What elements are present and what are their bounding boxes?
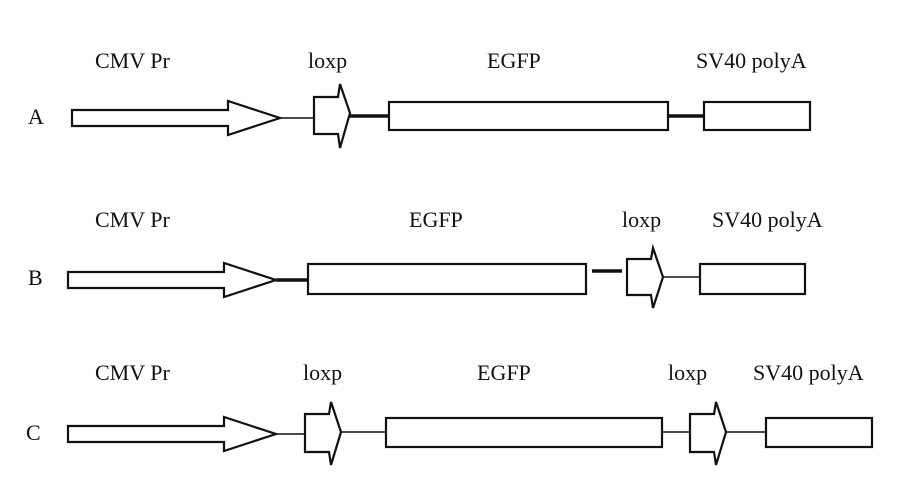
sv40-polya-label: SV40 polyA [712,207,823,232]
sv40-polya-box [698,262,807,296]
sv40-polya-label: SV40 polyA [696,48,807,73]
construct-row-b: CMV Pr EGFP loxp SV40 polyA B [28,207,823,309]
cmv-promoter-label: CMV Pr [95,360,170,385]
egfp-label: EGFP [487,48,541,73]
sv40-polya-box [702,100,812,132]
egfp-box [384,416,664,449]
loxp-site-arrow [303,401,343,466]
row-label: A [28,104,44,129]
sv40-polya-label: SV40 polyA [753,360,864,385]
loxp-label: loxp [303,360,342,385]
egfp-label: EGFP [409,207,463,232]
row-label: C [26,420,41,445]
loxp-label: loxp [308,48,347,73]
egfp-box [306,262,588,296]
cmv-promoter-label: CMV Pr [95,207,170,232]
sv40-polya-box [764,416,874,449]
loxp-site-arrow [312,83,352,149]
row-label: B [28,265,43,290]
loxp-label: loxp [622,207,661,232]
loxp-site-arrow [688,401,728,466]
egfp-label: EGFP [477,360,531,385]
cmv-promoter-label: CMV Pr [95,48,170,73]
construct-row-c: CMV Pr loxp EGFP loxp SV40 polyA C [26,360,874,466]
cmv-promoter-arrow [66,261,280,299]
loxp-site-arrow [625,243,665,309]
loxp-label: loxp [668,360,707,385]
construct-row-a: CMV Pr loxp EGFP SV40 polyA A [28,48,812,149]
egfp-box [387,100,670,132]
cmv-promoter-arrow [66,415,280,453]
cmv-promoter-arrow [70,99,284,137]
